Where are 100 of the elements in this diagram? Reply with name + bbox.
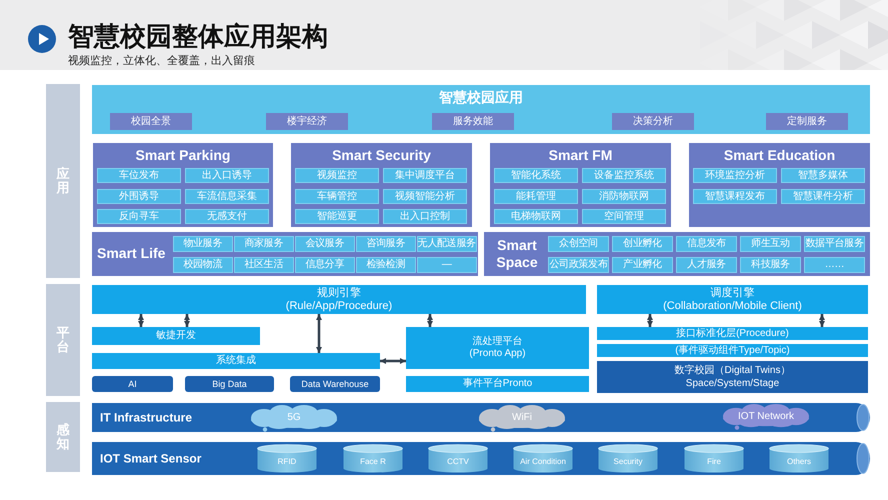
feature-tile: 无感支付 (185, 209, 269, 224)
engine-subtitle: (Collaboration/Mobile Client) (663, 300, 802, 312)
feature-tile: 检验检测 (356, 256, 416, 272)
layer-tab (46, 84, 80, 278)
feature-tile: 车流信息采集 (185, 188, 269, 204)
feature-tile: 校园物流 (173, 256, 232, 272)
platform-bar: 系统集成 (92, 353, 380, 369)
page-title: 智慧校园整体应用架构 (68, 20, 328, 52)
feature-tile: 智慧课程发布 (693, 188, 777, 204)
data-tile: Big Data (185, 376, 274, 392)
platform-bar: (事件驱动组件Type/Topic) (597, 344, 868, 357)
module-title: Smart Security (332, 146, 431, 165)
module-panel (484, 232, 870, 276)
feature-tile: 人才服务 (676, 256, 737, 272)
feature-tile: 会议服务 (295, 236, 354, 252)
scenario-tag: 服务效能 (432, 113, 514, 130)
feature-tile: 能耗管理 (494, 188, 578, 204)
feature-tile: 科技服务 (740, 256, 801, 272)
feature-tile: 智能巡更 (295, 209, 379, 224)
feature-tile: 智能化系统 (494, 168, 578, 183)
feature-tile: 出入口诱导 (185, 168, 269, 183)
module-title: Smart FM (548, 146, 612, 165)
module-panel (92, 232, 478, 276)
data-tile: Data Warehouse (290, 376, 380, 392)
feature-tile: …… (804, 256, 865, 272)
double-arrow (380, 358, 406, 364)
module-panel (93, 143, 273, 227)
feature-tile: 环境监控分析 (693, 168, 777, 183)
platform-bar: 接口标准化层(Procedure) (597, 327, 868, 340)
feature-tile: 智慧课件分析 (781, 188, 865, 204)
engine-bar (92, 285, 586, 314)
feature-tile: 信息分享 (295, 256, 354, 272)
module-panel (689, 143, 870, 227)
scenario-tag: 定制服务 (766, 113, 848, 130)
platform-bar: 事件平台Pronto (406, 376, 589, 392)
feature-tile: 集中调度平台 (383, 168, 467, 183)
feature-tile: 物业服务 (173, 236, 232, 252)
feature-tile: 咨询服务 (356, 236, 416, 252)
module-title: Smart Parking (136, 146, 230, 165)
scenario-tag: 决策分析 (612, 113, 694, 130)
feature-tile: 产业孵化 (612, 256, 673, 272)
feature-tile: 商家服务 (234, 236, 294, 252)
scenario-tag: 校园全景 (110, 113, 192, 130)
pipe-title: IT Infrastructure (100, 410, 192, 425)
platform-bar (597, 361, 868, 393)
feature-tile: 公司政策发布 (548, 256, 609, 272)
engine-name: 规则引擎 (317, 286, 361, 300)
feature-tile: 反向寻车 (97, 209, 181, 224)
layer-label: 应用 (56, 166, 70, 196)
bar-subtitle: Space/System/Stage (686, 377, 780, 390)
engine-name: 调度引擎 (710, 286, 754, 300)
feature-tile: 出入口控制 (383, 209, 467, 224)
feature-tile: 车辆管控 (295, 188, 379, 204)
layer-label: 平台 (56, 326, 70, 354)
band-title: 智慧校园应用 (439, 88, 523, 106)
layer-label: 感知 (56, 422, 70, 452)
feature-tile: 视频监控 (295, 168, 379, 183)
feature-tile: 信息发布 (676, 236, 737, 252)
bar-title: 数字校园（Digital Twins） (674, 364, 790, 377)
feature-tile: 创业孵化 (612, 236, 673, 252)
module-title: Smart Space (496, 237, 538, 271)
feature-tile: 视频智能分析 (383, 188, 467, 204)
pipe-band (92, 442, 870, 475)
double-arrow (184, 314, 190, 327)
feature-tile: 空间管理 (582, 209, 666, 224)
feature-tile: 数据平台服务 (804, 236, 865, 252)
feature-tile: 师生互动 (740, 236, 801, 252)
bar-subtitle: (Pronto App) (469, 348, 526, 360)
double-arrow (647, 314, 653, 327)
pipe-band (92, 403, 870, 432)
feature-tile: 无人配送服务 (417, 236, 476, 252)
feature-tile: 消防物联网 (582, 188, 666, 204)
subtitle-text: 视频监控，立体化、全覆盖，出入留痕 (68, 55, 255, 68)
double-arrow (427, 314, 433, 327)
layer-tab (46, 402, 80, 472)
scenario-tag: 楼宇经济 (266, 113, 348, 130)
application-band (92, 85, 870, 134)
feature-tile: 社区生活 (234, 256, 294, 272)
platform-bar (406, 327, 589, 369)
platform-bar: 敏捷开发 (92, 327, 260, 345)
engine-bar (597, 285, 868, 314)
feature-tile: 电梯物联网 (494, 209, 578, 224)
double-arrow (819, 314, 825, 327)
bar-title: 流处理平台 (472, 336, 522, 348)
module-title: Smart Education (724, 146, 836, 165)
feature-tile: — (417, 256, 476, 272)
double-arrow (316, 314, 322, 353)
module-panel (291, 143, 472, 227)
module-panel (490, 143, 671, 227)
feature-tile: 众创空间 (548, 236, 609, 252)
data-tile: AI (92, 376, 173, 392)
module-title: Smart Life (97, 244, 166, 263)
feature-tile: 智慧多媒体 (781, 168, 865, 183)
feature-tile: 设备监控系统 (582, 168, 666, 183)
feature-tile: 车位发布 (97, 168, 181, 183)
double-arrow (138, 314, 144, 327)
pipe-title: IOT Smart Sensor (100, 451, 202, 466)
engine-subtitle: (Rule/App/Procedure) (286, 300, 392, 312)
feature-tile: 外围诱导 (97, 188, 181, 204)
layer-tab (46, 284, 80, 396)
